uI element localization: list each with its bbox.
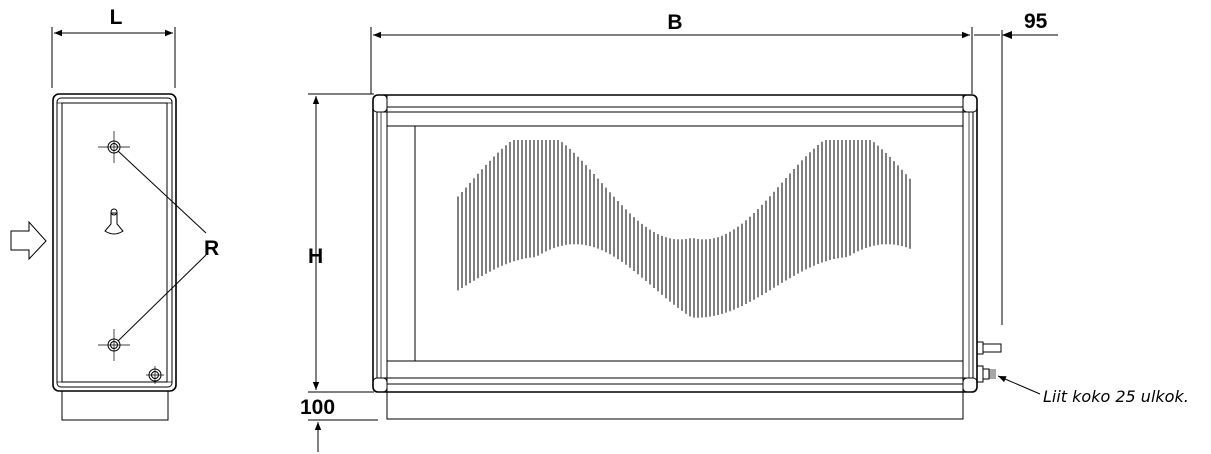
connection-note-label: Liit koko 25 ulkok. xyxy=(1043,387,1189,406)
front-casing xyxy=(372,94,978,420)
dimension-b: B xyxy=(370,11,973,94)
mount-hole-bottom xyxy=(98,329,130,361)
dimension-95-label: 95 xyxy=(1024,10,1048,33)
connection-note: Liit koko 25 ulkok. xyxy=(997,375,1189,406)
reference-r-label: R xyxy=(204,237,219,260)
dimension-h: H xyxy=(308,93,374,393)
reference-r: R xyxy=(117,150,219,342)
dimension-b-label: B xyxy=(667,11,682,34)
dimension-100-label: 100 xyxy=(300,396,335,419)
front-view: B 95 H 100 xyxy=(300,10,1189,452)
keyhole-icon xyxy=(104,208,124,235)
dimension-l: L xyxy=(51,6,176,88)
coil-fins xyxy=(457,140,911,318)
dimension-l-label: L xyxy=(110,6,123,29)
pipe-connector-icon xyxy=(976,341,1002,383)
airflow-arrow-icon xyxy=(10,220,47,261)
side-view: L xyxy=(10,6,219,421)
mount-hole-top xyxy=(98,131,130,163)
dimension-100: 100 xyxy=(300,396,378,452)
side-body xyxy=(52,93,177,421)
dimension-h-label: H xyxy=(308,245,323,268)
mount-hole-corner xyxy=(146,366,164,384)
dimension-95: 95 xyxy=(974,10,1058,325)
